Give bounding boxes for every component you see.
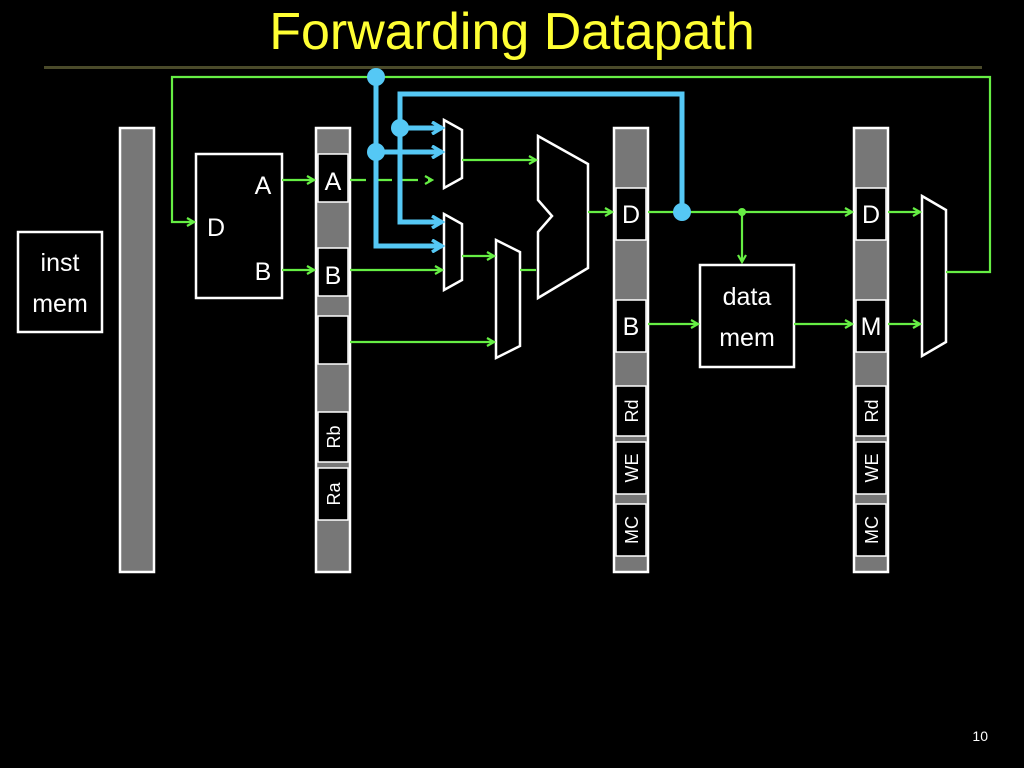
id-ex-register [314, 126, 352, 574]
inst-mem-label-line2: mem [32, 290, 88, 318]
ex-mem-we-label: WE [622, 454, 642, 483]
ex-mem-d-label: D [622, 201, 640, 229]
ex-mem-rd-label: Rd [622, 399, 642, 422]
alu [536, 133, 590, 301]
regfile-port-a-label: A [255, 172, 272, 200]
ex-mem-b-label: B [623, 313, 640, 341]
mem-wb-rd-label: Rd [862, 399, 882, 422]
title-divider [44, 66, 982, 69]
regfile-port-d-label: D [207, 214, 225, 242]
mem-wb-m-label: M [861, 313, 882, 341]
inst-mem-block [16, 230, 104, 334]
page-number: 10 [972, 728, 988, 744]
data-mem-label-line2: mem [719, 324, 775, 352]
id-ex-ra-label: Ra [324, 482, 344, 506]
imm-mux [494, 237, 522, 361]
mem-wb-register [852, 126, 890, 574]
data-mem-block [698, 263, 796, 369]
forward-mux-a [442, 117, 464, 191]
slide-title: Forwarding Datapath [269, 3, 755, 61]
ex-mem-mc-label: MC [622, 516, 642, 544]
forward-mux-b [442, 211, 464, 293]
regfile-port-b-label: B [255, 258, 272, 286]
writeback-mux [920, 193, 948, 359]
id-ex-a-label: A [325, 168, 342, 196]
mem-wb-d-label: D [862, 201, 880, 229]
if-id-register [118, 126, 156, 574]
forwarding-junctions [367, 68, 691, 221]
mem-wb-we-label: WE [862, 454, 882, 483]
mem-wb-mc-label: MC [862, 516, 882, 544]
data-mem-label-line1: data [723, 283, 772, 311]
register-file-block [194, 152, 284, 300]
inst-mem-label-line1: inst [41, 249, 80, 277]
id-ex-rb-label: Rb [324, 425, 344, 448]
ex-mem-register [612, 126, 650, 574]
id-ex-b-label: B [325, 262, 342, 290]
data-mem-tap-junction [738, 208, 746, 216]
